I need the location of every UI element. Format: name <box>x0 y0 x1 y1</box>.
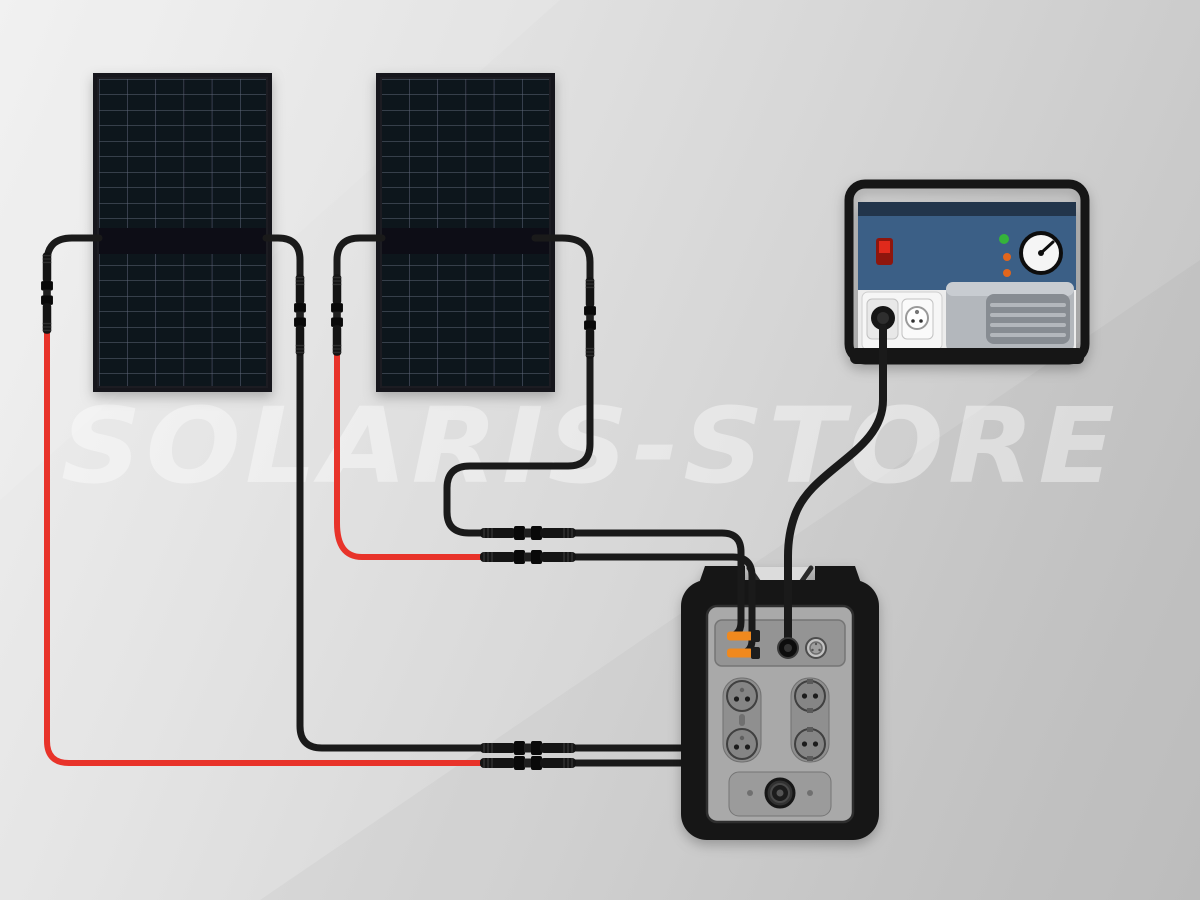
solar-input-tip-2 <box>751 647 760 659</box>
fuel-gauge <box>1019 231 1063 275</box>
panel-busbar-band <box>99 228 266 254</box>
plate-screw-right <box>807 790 813 796</box>
power-switch <box>876 238 893 265</box>
solar-panel-right <box>376 73 555 392</box>
cable-generator-into-station <box>784 324 887 644</box>
indicator-led-orange-1 <box>1003 253 1011 261</box>
mc4-connector-pair <box>330 273 344 357</box>
generator-base <box>850 348 1084 364</box>
panel-busbar-band <box>382 228 549 254</box>
generator-ac-socket <box>901 298 934 340</box>
indicator-led-orange-2 <box>1003 269 1011 277</box>
ac-socket-1 <box>726 680 758 712</box>
ac-socket-3 <box>794 679 826 713</box>
cable-panel-right-s-curve <box>443 234 594 537</box>
cable-panel-left-string-return <box>262 234 704 752</box>
cable-panel-right-lead-neg <box>333 234 386 309</box>
pv-cables-red <box>44 279 548 766</box>
ac-socket-2 <box>726 728 758 760</box>
generator-output-socket <box>866 298 899 340</box>
solar-input-connectors-orange <box>727 631 753 658</box>
cable-red-mid-run <box>334 279 548 560</box>
mc4-connector-pair <box>293 273 307 357</box>
solar-panel-left <box>93 73 272 392</box>
indicator-led-green <box>999 234 1009 244</box>
generator-input-plug <box>777 637 799 659</box>
engine-block <box>946 282 1074 354</box>
mc4-connector-pair <box>583 276 597 360</box>
aviation-connector <box>805 637 827 659</box>
ac-indicator <box>739 714 745 726</box>
power-station <box>681 565 879 840</box>
generator-top-strip <box>858 202 1076 216</box>
station-input-connectors <box>727 630 827 659</box>
solar-input-tip-1 <box>751 630 760 642</box>
cable-red-long-run <box>44 279 548 766</box>
generator <box>844 179 1090 365</box>
mc4-connector-pair <box>479 525 577 541</box>
mc4-connector-pair <box>479 549 577 565</box>
plate-screw-left <box>747 790 753 796</box>
dc-output-connector <box>764 777 796 809</box>
ac-socket-4 <box>794 727 826 761</box>
